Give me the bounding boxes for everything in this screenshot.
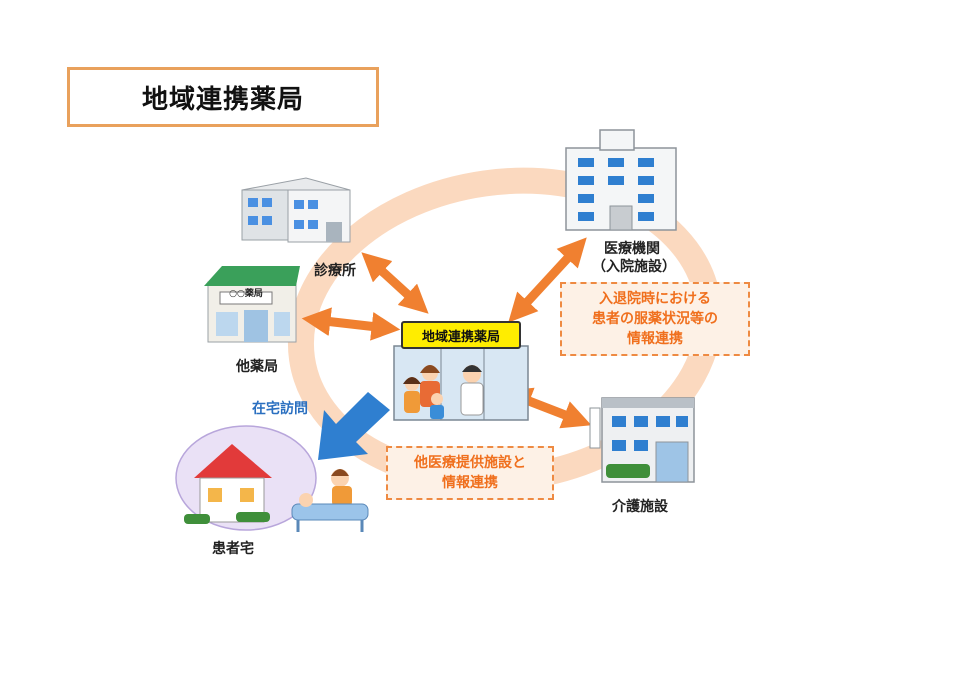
patient-home-icon	[175, 425, 317, 531]
home-visit-arrow	[318, 392, 390, 460]
central-pharmacy-sign-text: 地域連携薬局	[421, 329, 500, 345]
other-facility-link-note: 他医療提供施設と 情報連携	[386, 446, 554, 500]
other-facility-link-note-line2: 情報連携	[442, 475, 498, 491]
home-visit-label: 在宅訪問	[252, 401, 308, 417]
pharmacy-sign-text: ○○薬局	[229, 289, 263, 299]
hospital-link-note: 入退院時における 患者の服薬状況等の 情報連携	[560, 282, 750, 356]
arrow-clinic-center	[361, 252, 429, 314]
patient-home-label: 患者宅	[212, 541, 254, 557]
hospital-link-note-line1: 入退院時における	[599, 291, 711, 307]
hospital-icon	[565, 129, 677, 231]
hospital-link-note-line2: 患者の服薬状況等の	[592, 311, 718, 327]
other-pharmacy-label: 他薬局	[236, 359, 278, 375]
title-box: 地域連携薬局	[67, 67, 379, 127]
care-facility-label: 介護施設	[612, 499, 668, 515]
family-and-pharmacist	[403, 365, 484, 419]
care-facility-icon	[589, 397, 695, 483]
arrow-otherpharmacy-center	[301, 307, 401, 341]
page-title: 地域連携薬局	[141, 84, 304, 115]
clinic-label: 診療所	[314, 263, 356, 279]
patient-in-bed-icon	[291, 469, 369, 532]
other-facility-link-note-line1: 他医療提供施設と	[414, 455, 526, 471]
hospital-link-note-line3: 情報連携	[627, 331, 683, 347]
arrow-hospital-center	[508, 237, 587, 323]
hospital-label-line1: 医療機関	[604, 241, 660, 257]
clinic-icon	[241, 177, 351, 243]
other-pharmacy-icon	[204, 266, 300, 343]
hospital-label-line2: （入院施設）	[592, 259, 676, 275]
central-pharmacy-sign: 地域連携薬局	[401, 321, 521, 349]
